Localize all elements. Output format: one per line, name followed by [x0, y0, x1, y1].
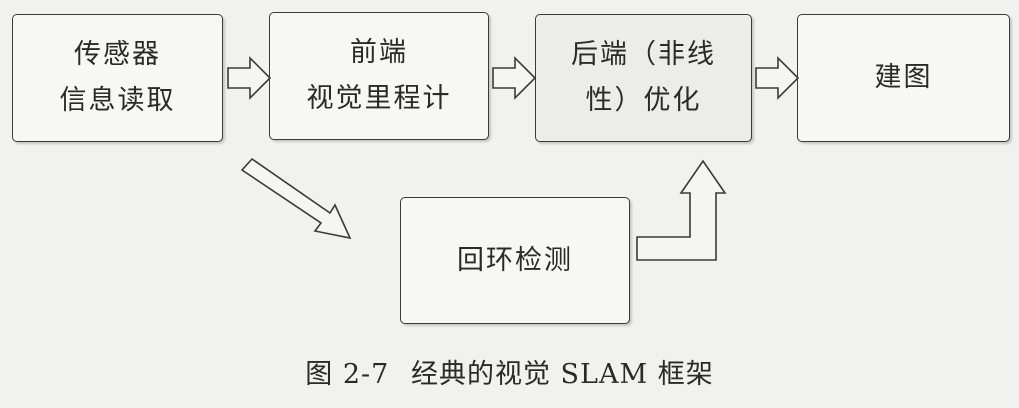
arrow-sensor-to-loop-closure	[240, 157, 352, 240]
arrow-backend-to-mapping	[755, 56, 800, 100]
figure-title: 经典的视觉 SLAM 框架	[410, 359, 714, 390]
figure-number: 图 2-7	[305, 359, 390, 390]
frontend-visual-odometry-box: 前端 视觉里程计	[269, 12, 489, 140]
mapping-box: 建图	[797, 14, 1010, 142]
loop-closure-box: 回环检测	[400, 197, 630, 324]
mapping-box-line-1: 建图	[874, 62, 933, 93]
sensor-box-line-2: 信息读取	[59, 85, 176, 116]
backend-optimization-box: 后端（非线 性）优化	[535, 14, 752, 142]
frontend-box-line-1: 前端	[350, 37, 408, 68]
arrow-loop-closure-to-backend	[636, 159, 727, 261]
loop-box-line-1: 回环检测	[457, 244, 573, 276]
arrow-sensor-to-frontend	[227, 56, 272, 100]
frontend-box-line-2: 视觉里程计	[306, 83, 452, 114]
backend-box-line-1: 后端（非线	[571, 39, 716, 70]
backend-box-line-2: 性）优化	[585, 85, 702, 116]
arrow-frontend-to-backend	[492, 56, 537, 100]
sensor-box-line-1: 传感器	[74, 39, 161, 70]
figure-caption: 图 2-7 经典的视觉 SLAM 框架	[0, 352, 1019, 391]
sensor-data-box: 传感器 信息读取	[12, 14, 223, 142]
